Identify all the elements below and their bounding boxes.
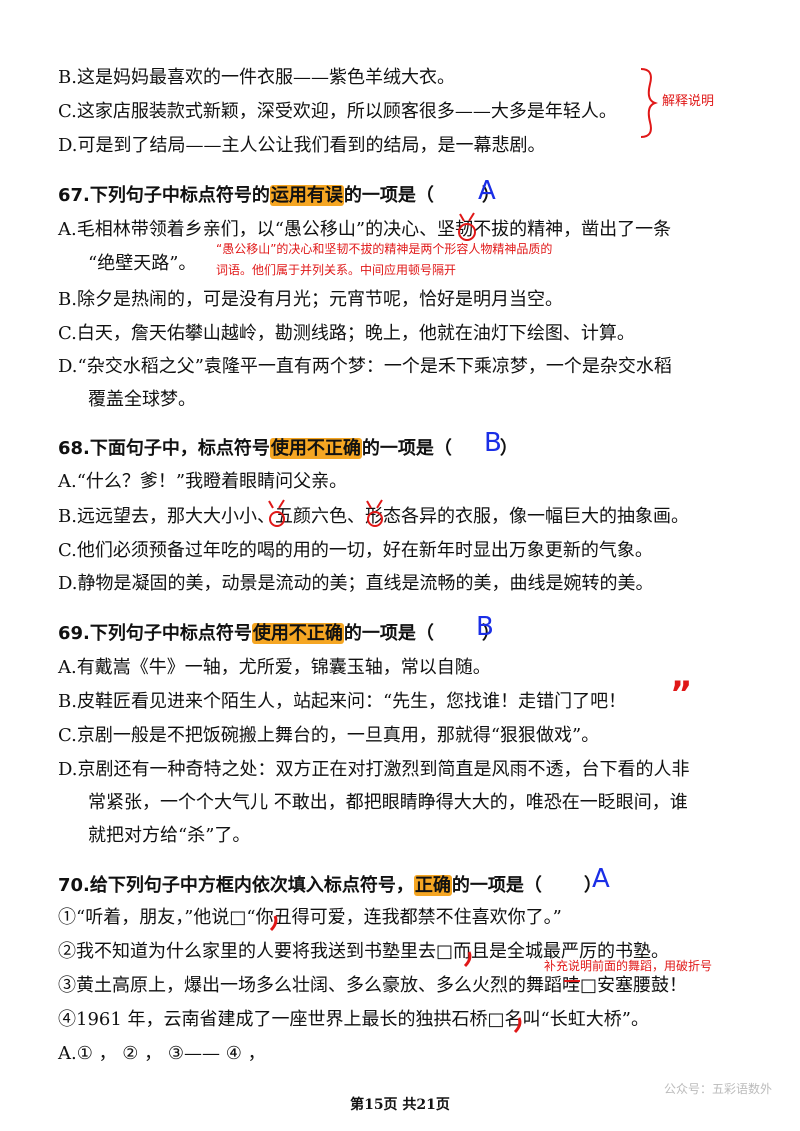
page-footer: 第15页 共21页	[350, 1097, 450, 1113]
q70-sentence-3: ③黄土高原上，爆出一场多么壮阔、多么豪放、多么火烈的舞蹈哇□安塞腰鼓！	[58, 975, 688, 996]
q67-option-a-line1: A.毛相林带领着乡亲们，以“愚公移山”的决心、坚韧不拔的精神，凿出了一条	[58, 219, 672, 240]
q69-option-d-line1: D.京剧还有一种奇特之处：双方正在对打激烈到简直是风雨不透，台下看的人非	[58, 759, 690, 780]
q68-correction-mark-2	[366, 499, 383, 527]
q67-note-2: 词语。他们属于并列关系。中间应用顿号隔开	[216, 263, 457, 277]
q67-title: 67.下列句子中标点符号的运用有误的一项是（）	[58, 185, 500, 206]
q69-option-b: B.皮鞋匠看见进来个陌生人，站起来问：“先生，您找谁！走错门了吧！	[58, 691, 627, 712]
q70-note: 补充说明前面的舞蹈，用破折号	[544, 959, 713, 973]
q69-option-c: C.京剧一般是不把饭碗搬上舞台的，一旦真用，那就得“狠狠做戏”。	[58, 725, 600, 746]
q70-sentence-1: ①“听着，朋友，”他说□“你丑得可爱，连我都禁不住喜欢你了。”	[58, 907, 562, 928]
q70-sentence-4: ④1961 年，云南省建成了一座世界上最长的独拱石桥□名叫“长虹大桥”。	[58, 1009, 649, 1030]
watermark: 公众号：五彩语数外	[663, 1082, 772, 1096]
brace-annotation	[640, 68, 658, 138]
q66-option-d: D.可是到了结局——主人公让我们看到的结局，是一幕悲剧。	[58, 135, 546, 156]
q68-title: 68.下面句子中，标点符号使用不正确的一项是（）	[58, 438, 518, 459]
q67-answer: A	[478, 176, 496, 206]
q68-option-c: C.他们必须预备过年吃的喝的用的一切，好在新年时显出万象更新的气象。	[58, 540, 653, 561]
q68-highlight: 使用不正确	[269, 438, 362, 459]
q70-title: 70.给下列句子中方框内依次填入标点符号，正确的一项是（）	[58, 875, 602, 896]
q70-mark-dash	[564, 980, 580, 982]
q67-note-1: “愚公移山”的决心和坚韧不拔的精神是两个形容人物精神品质的	[216, 242, 553, 256]
q68-option-b: B.远远望去，那大大小小、五颜六色、形态各异的衣服，像一幅巨大的抽象画。	[58, 506, 689, 527]
q70-answer: A	[592, 864, 610, 894]
q67-option-c: C.白天，詹天佑攀山越岭，勘测线路；晚上，他就在油灯下绘图、计算。	[58, 323, 635, 344]
q70-highlight: 正确	[413, 875, 452, 896]
q67-option-b: B.除夕是热闹的，可是没有月光；元宵节呢，恰好是明月当空。	[58, 289, 563, 310]
q67-highlight: 运用有误	[269, 185, 344, 206]
q68-correction-mark-1	[268, 499, 285, 527]
q69-highlight: 使用不正确	[251, 623, 344, 644]
q66-note: 解释说明	[662, 94, 715, 109]
q67-option-a-line2: “绝壁天路”。	[88, 253, 197, 274]
q70-mark-comma-1	[269, 915, 278, 932]
q67-option-d-line2: 覆盖全球梦。	[88, 389, 196, 410]
q69-option-d-line3: 就把对方给“杀”了。	[88, 825, 251, 846]
q68-option-d: D.静物是凝固的美，动景是流动的美；直线是流畅的美，曲线是婉转的美。	[58, 573, 654, 594]
q66-option-b: B.这是妈妈最喜欢的一件衣服——紫色羊绒大衣。	[58, 67, 455, 88]
q66-option-c: C.这家店服装款式新颖，深受欢迎，所以顾客很多——大多是年轻人。	[58, 101, 617, 122]
q67-option-d-line1: D.“杂交水稻之父”袁隆平一直有两个梦：一个是禾下乘凉梦，一个是杂交水稻	[58, 356, 672, 377]
q69-answer: B	[476, 612, 494, 642]
q70-mark-comma-2	[463, 951, 472, 968]
q69-option-d-line2: 常紧张，一个个大气儿 不敢出，都把眼睛睁得大大的，唯恐在一眨眼间，谁	[88, 792, 688, 813]
q67-correction-mark	[458, 212, 476, 241]
q70-mark-comma-4	[513, 1017, 522, 1034]
q70-sentence-2: ②我不知道为什么家里的人要将我送到书塾里去□而且是全城最严厉的书塾。	[58, 941, 670, 962]
q69-title: 69.下列句子中标点符号使用不正确的一项是（）	[58, 623, 500, 644]
q69-quote-mark: ”	[670, 674, 693, 714]
q70-option-a: A.① ， ② ， ③—— ④ ，	[58, 1043, 266, 1064]
q68-answer: B	[484, 428, 502, 458]
q69-option-a: A.有戴嵩《牛》一轴，尤所爱，锦囊玉轴，常以自随。	[58, 657, 491, 678]
q68-option-a: A.“什么？爹！”我瞪着眼睛问父亲。	[58, 471, 348, 492]
